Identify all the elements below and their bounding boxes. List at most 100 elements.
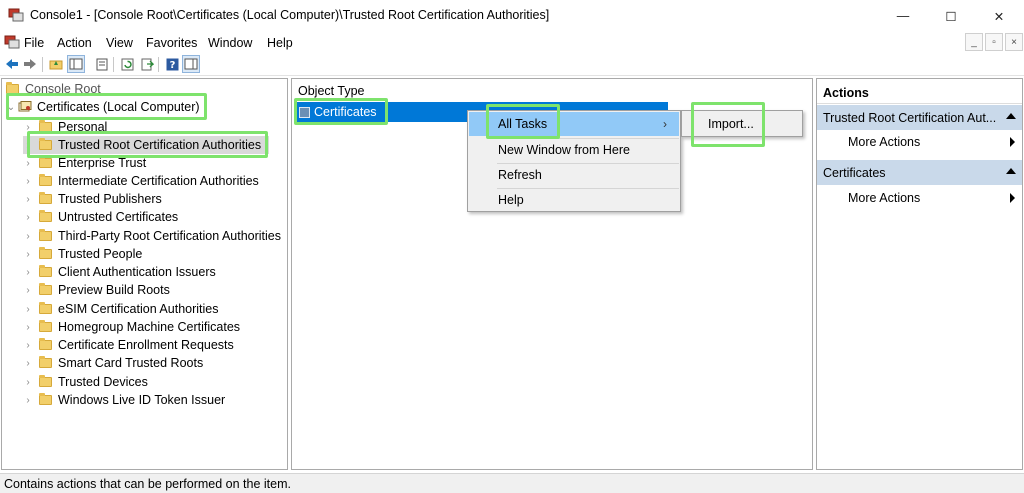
properties-icon[interactable] (93, 55, 111, 73)
chevron-right-icon[interactable]: › (26, 339, 30, 351)
context-menu-label: Refresh (498, 168, 542, 182)
menu-action[interactable]: Action (57, 36, 92, 50)
chevron-right-icon[interactable]: › (26, 193, 30, 205)
context-menu-label: Help (498, 193, 524, 207)
tree-item-client-authentication-issuers[interactable]: › Client Authentication Issuers (23, 263, 216, 281)
tree-item-intermediate-certification-authorities[interactable]: ›Intermediate Certification Authorities (23, 172, 259, 190)
tree-item-homegroup-machine-certificates[interactable]: › Homegroup Machine Certificates (23, 318, 240, 336)
actions-section-trusted-root[interactable]: Trusted Root Certification Aut... (817, 105, 1022, 130)
tree-item-label: Smart Card Trusted Roots (58, 356, 204, 370)
folder-icon (39, 120, 52, 132)
collapse-caret-icon[interactable] (1006, 168, 1016, 174)
tree-item-label: Trusted Devices (58, 375, 148, 389)
chevron-right-icon[interactable]: › (26, 266, 30, 278)
column-header-object-type[interactable]: Object Type (298, 84, 365, 98)
mdi-minimize-button[interactable]: _ (965, 33, 983, 51)
mdi-restore-button[interactable]: ▫ (985, 33, 1003, 51)
chevron-right-icon[interactable]: › (26, 139, 30, 151)
mdi-close-button[interactable]: × (1005, 33, 1023, 51)
folder-icon (39, 356, 52, 368)
context-menu-label: New Window from Here (498, 143, 630, 157)
chevron-right-icon[interactable]: › (26, 121, 30, 133)
menu-favorites[interactable]: Favorites (146, 36, 198, 50)
maximize-button[interactable]: ☐ (945, 9, 957, 24)
chevron-right-icon[interactable]: › (26, 211, 30, 223)
tree-item-personal[interactable]: ›Personal (23, 118, 107, 136)
tree-item-trusted-publishers[interactable]: ›Trusted Publishers (23, 190, 162, 208)
tree-item-label: Certificates (Local Computer) (37, 100, 200, 114)
close-button[interactable]: ✕ (993, 9, 1005, 24)
menu-view[interactable]: View (106, 36, 133, 50)
show-hide-tree-icon[interactable] (67, 55, 85, 73)
back-arrow-icon[interactable] (3, 55, 21, 73)
tree-item-smart-card-trusted-roots[interactable]: › Smart Card Trusted Roots (23, 354, 203, 372)
context-menu-refresh[interactable]: Refresh (469, 163, 679, 187)
tree-item-trusted-people[interactable]: ›Trusted People (23, 245, 142, 263)
context-menu-new-window-from-here[interactable]: New Window from Here (469, 138, 679, 162)
folder-icon (39, 338, 52, 350)
more-actions-certificates[interactable]: More Actions (817, 187, 1022, 209)
action-item-label: More Actions (848, 191, 921, 205)
menu-help[interactable]: Help (267, 36, 293, 50)
actions-pane: Actions Trusted Root Certification Aut..… (816, 78, 1023, 470)
tree-item-certificates-local-computer[interactable]: ⌄ Certificates (Local Computer) (6, 98, 200, 116)
submenu-import[interactable]: Import... (683, 112, 801, 135)
chevron-right-icon[interactable]: › (26, 394, 30, 406)
more-actions-trusted-root[interactable]: More Actions (817, 131, 1022, 153)
tree-item-console-root[interactable]: Console Root (6, 80, 101, 98)
show-hide-action-pane-icon[interactable] (182, 55, 200, 73)
tree-item-trusted-devices[interactable]: › Trusted Devices (23, 373, 148, 391)
tree-item-label: Trusted Root Certification Authorities (58, 138, 262, 152)
folder-icon (39, 247, 52, 259)
action-item-label: More Actions (848, 135, 921, 149)
tree-item-label: Enterprise Trust (58, 156, 147, 170)
up-folder-icon[interactable] (47, 55, 65, 73)
chevron-right-icon[interactable]: › (26, 303, 30, 315)
folder-icon (39, 375, 52, 387)
folder-icon (39, 320, 52, 332)
tree-item-trusted-root-certification-authorities[interactable]: › Trusted Root Certification Authorities (23, 136, 270, 154)
chevron-right-icon[interactable]: › (26, 321, 30, 333)
console-tree-pane[interactable]: Console Root ⌄ Certificates (Local Compu… (1, 78, 288, 470)
mmc-app-icon[interactable] (8, 8, 24, 22)
folder-icon (6, 82, 19, 94)
tree-item-certificate-enrollment-requests[interactable]: › Certificate Enrollment Requests (23, 336, 234, 354)
menu-window[interactable]: Window (208, 36, 253, 50)
chevron-right-icon[interactable]: › (26, 157, 30, 169)
context-menu-all-tasks[interactable]: All Tasks › (469, 112, 679, 136)
context-menu-help[interactable]: Help (469, 188, 679, 212)
tree-item-label: Console Root (25, 82, 101, 96)
tree-item-untrusted-certificates[interactable]: ›Untrusted Certificates (23, 208, 178, 226)
all-tasks-submenu: Import... (681, 110, 803, 137)
folder-icon (39, 210, 52, 222)
tree-item-windows-live-id-token-issuer[interactable]: ›Windows Live ID Token Issuer (23, 391, 225, 409)
tree-item-enterprise-trust[interactable]: › Enterprise Trust (23, 154, 146, 172)
toolbar: ? (0, 54, 1024, 76)
chevron-right-icon[interactable]: › (26, 230, 30, 242)
tree-item-third-party-root-certification-authorities[interactable]: ›Third-Party Root Certification Authorit… (23, 227, 281, 245)
chevron-right-icon[interactable]: › (26, 284, 30, 296)
tree-item-label: Client Authentication Issuers (58, 265, 216, 279)
export-list-icon[interactable] (138, 55, 156, 73)
folder-icon (39, 174, 52, 186)
tree-item-label: Certificate Enrollment Requests (58, 338, 234, 352)
tree-item-preview-build-roots[interactable]: ›Preview Build Roots (23, 281, 170, 299)
menu-file[interactable]: File (24, 36, 45, 50)
chevron-right-icon[interactable]: › (26, 248, 30, 260)
chevron-right-icon[interactable]: › (26, 376, 30, 388)
minimize-button[interactable]: — (896, 9, 910, 23)
chevron-right-icon[interactable]: › (26, 357, 30, 369)
tree-item-esim-certification-authorities[interactable]: ›eSIM Certification Authorities (23, 300, 219, 318)
help-icon[interactable]: ? (163, 55, 181, 73)
context-menu: All Tasks › New Window from Here Refresh… (467, 110, 681, 212)
console-menu-icon[interactable] (4, 35, 20, 49)
chevron-down-icon[interactable]: ⌄ (6, 101, 16, 113)
certificate-store-icon (18, 101, 32, 113)
actions-section-certificates[interactable]: Certificates (817, 160, 1022, 185)
status-bar: Contains actions that can be performed o… (0, 473, 1024, 493)
collapse-caret-icon[interactable] (1006, 113, 1016, 119)
tree-item-label: Homegroup Machine Certificates (58, 320, 241, 334)
forward-arrow-icon[interactable] (21, 55, 39, 73)
chevron-right-icon[interactable]: › (26, 175, 30, 187)
refresh-icon[interactable] (118, 55, 136, 73)
